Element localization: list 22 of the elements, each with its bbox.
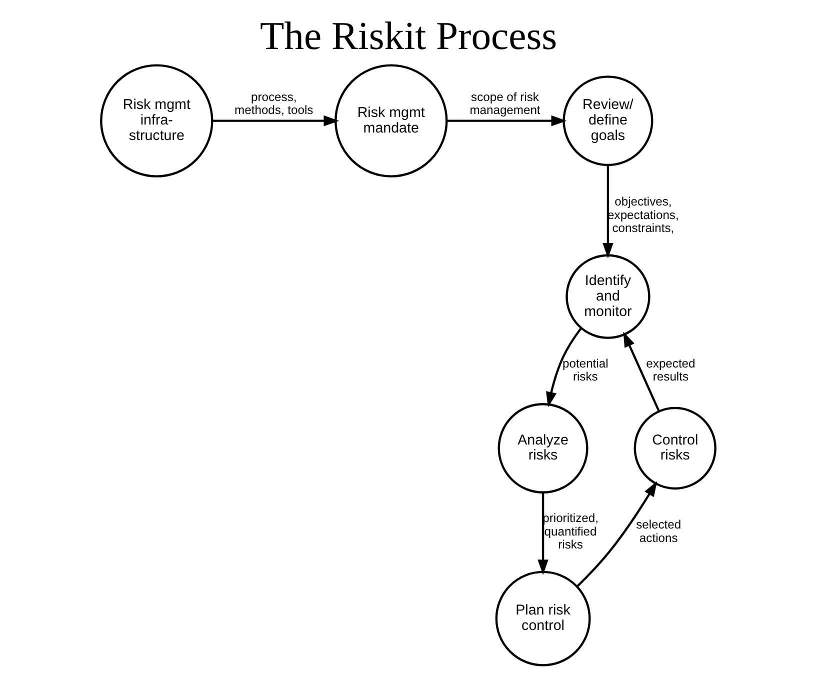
edge-label: objectives, expectations, constraints, bbox=[607, 194, 678, 235]
arrow bbox=[211, 115, 339, 126]
arrow bbox=[446, 115, 566, 126]
node-circle: Risk mgmt mandate bbox=[334, 64, 448, 178]
arrow bbox=[576, 481, 657, 588]
node-circle: Identify and monitor bbox=[565, 254, 650, 339]
node-circle: Control risks bbox=[633, 406, 716, 490]
arrow bbox=[537, 492, 548, 576]
edge-label: expected results bbox=[646, 356, 695, 384]
diagram-title: The Riskit Process bbox=[259, 14, 557, 58]
edge-label: scope of risk management bbox=[469, 90, 540, 117]
edge-label: selected actions bbox=[636, 518, 681, 545]
node-circle: Review/ define goals bbox=[562, 76, 653, 166]
edge-label: process, methods, tools bbox=[234, 90, 313, 117]
node-circle: Analyze risks bbox=[497, 403, 588, 494]
arrow bbox=[546, 327, 582, 408]
arrow bbox=[602, 165, 613, 258]
edge-label: prioritized, quantified risks bbox=[542, 511, 598, 552]
arrow bbox=[622, 332, 660, 412]
node-circle: Risk mgmt infra- structure bbox=[100, 64, 213, 178]
node-circle: Plan risk control bbox=[494, 570, 590, 666]
edge-label: potential risks bbox=[562, 356, 608, 384]
